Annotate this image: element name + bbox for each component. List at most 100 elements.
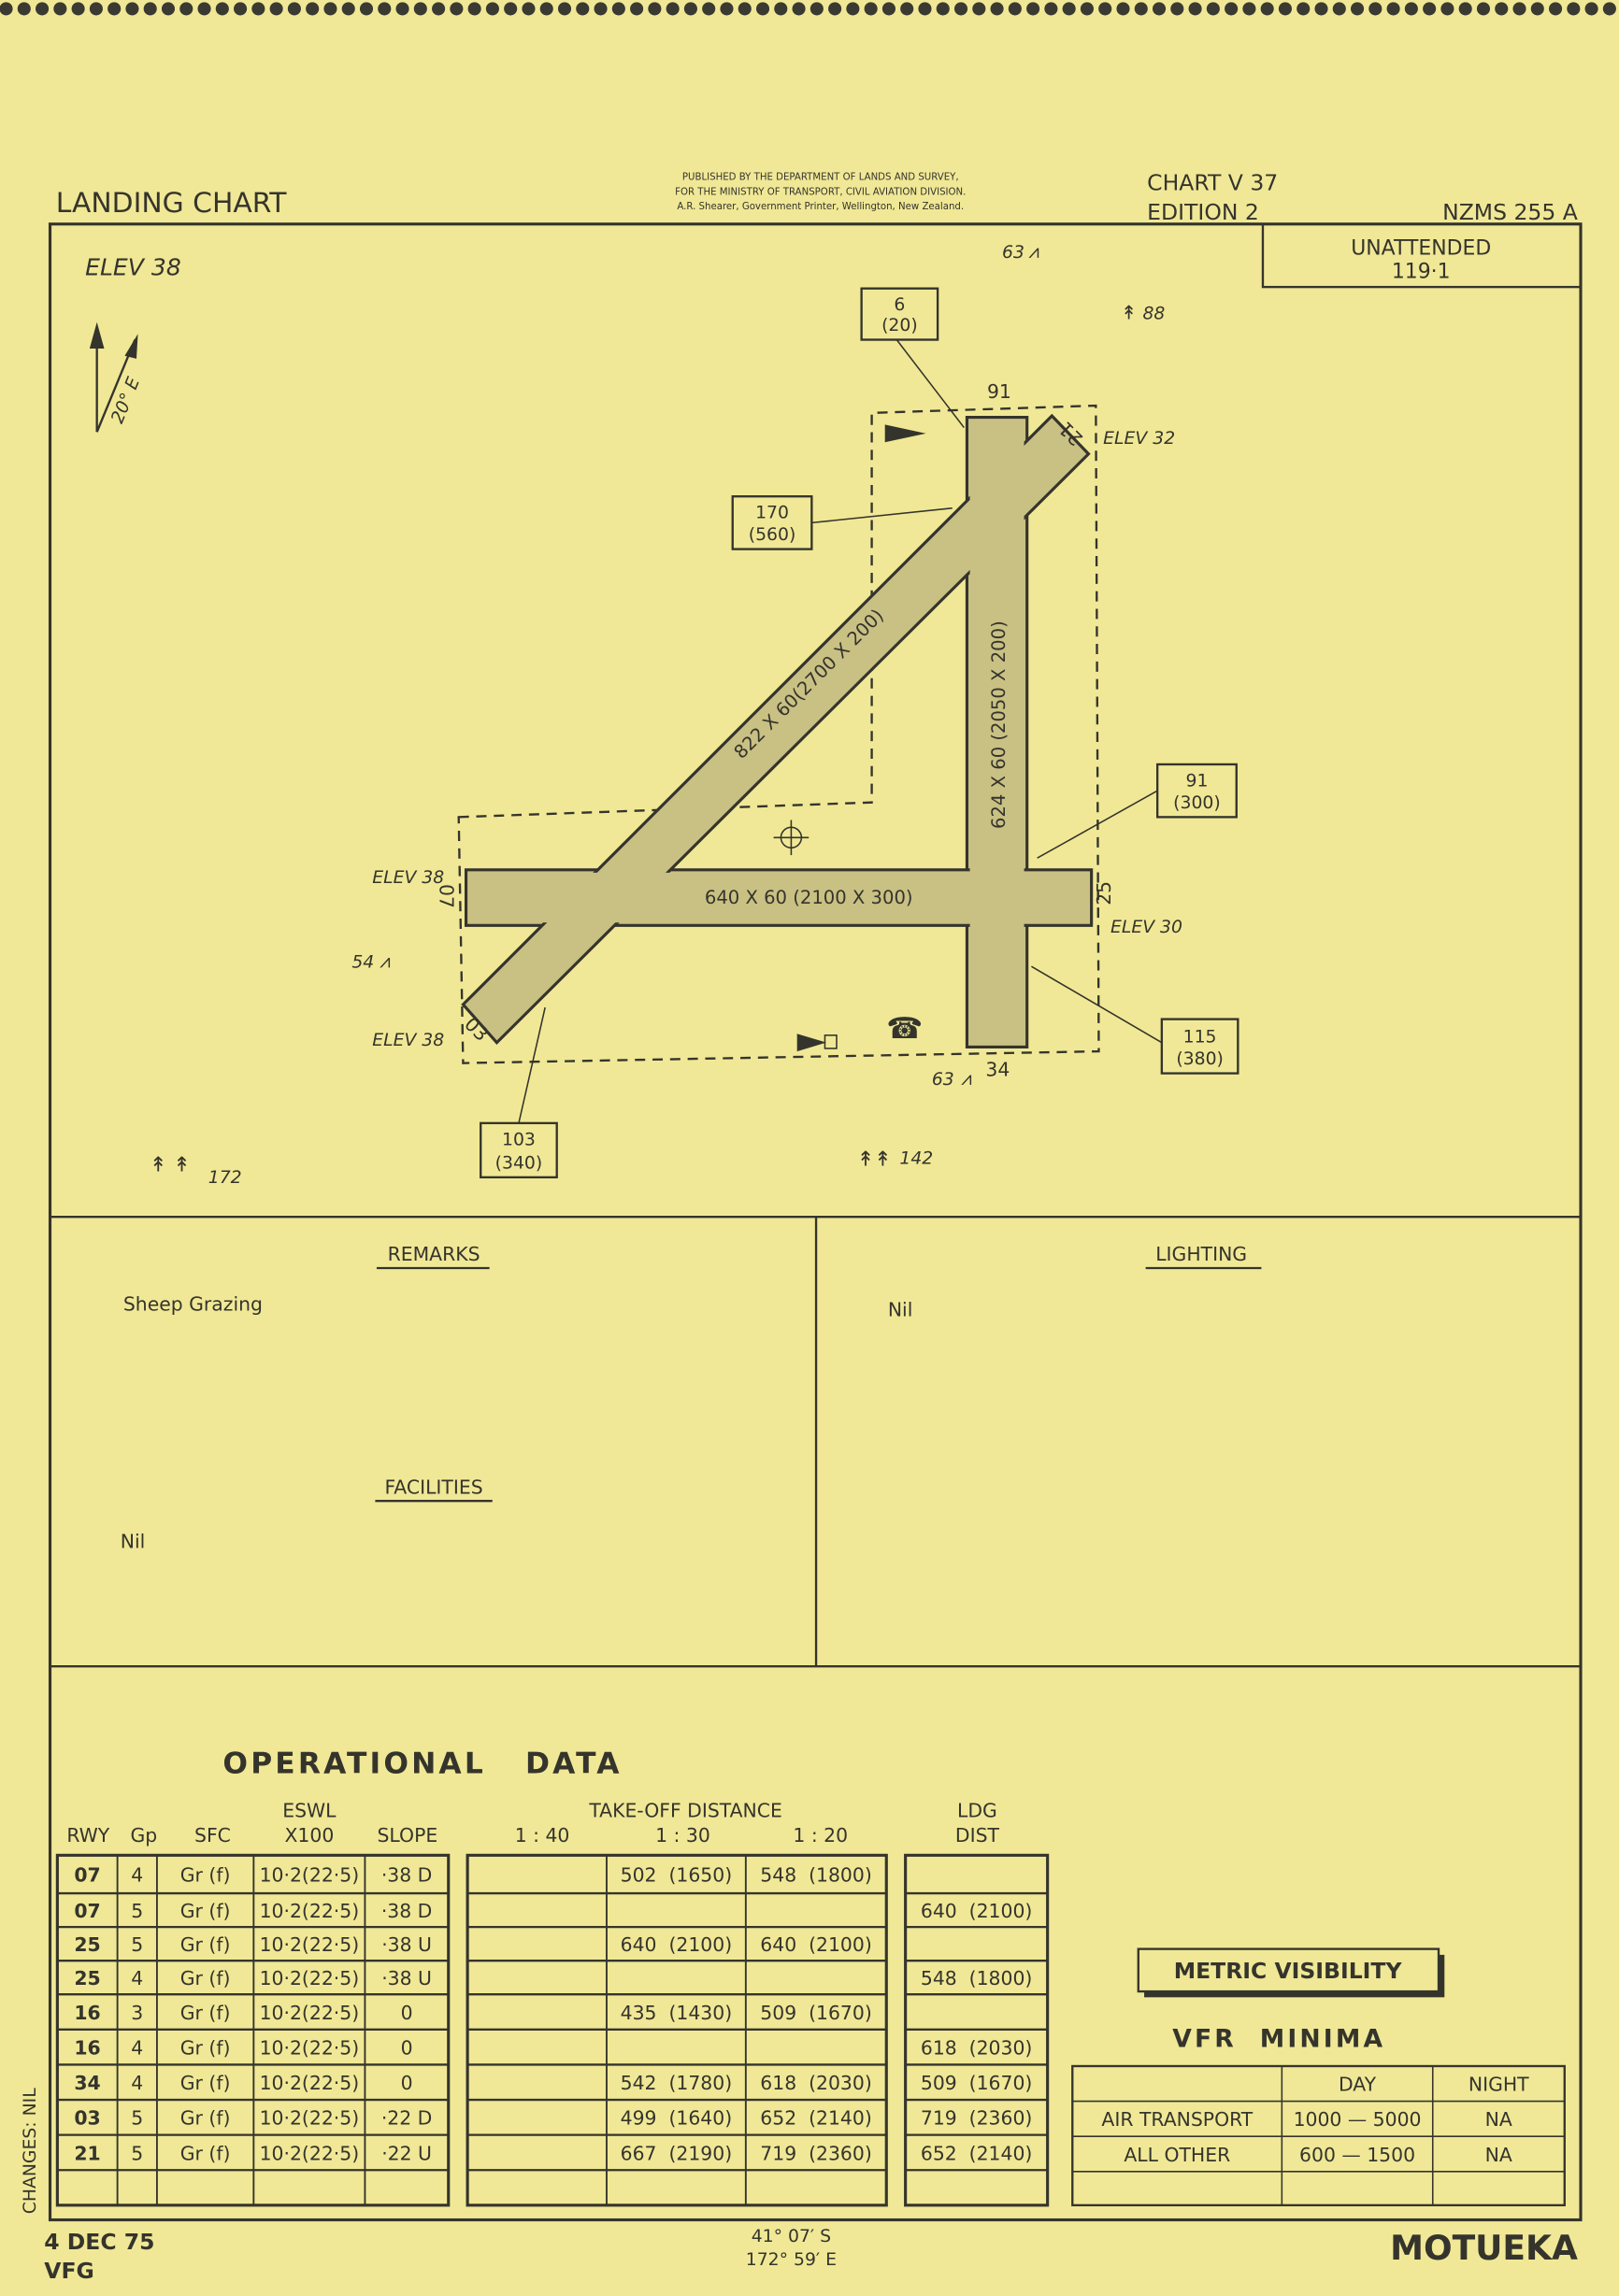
height-box: 103 (340) <box>480 1006 558 1179</box>
obstacle-icon: ⩘ <box>1028 240 1039 263</box>
operational-headers: RWY Gp SFC ESWL X100 SLOPE TAKE-OFF DIST… <box>66 1800 999 1847</box>
chart-frame <box>48 222 1583 2222</box>
tree-icon: ↟ <box>1121 302 1137 324</box>
table-cell: 16 <box>74 2036 100 2059</box>
table-cell: Gr (f) <box>180 1967 231 1989</box>
table-cell: ·38 D <box>381 1864 433 1887</box>
runway-label: 91 <box>987 380 1011 403</box>
table-cell: 719 (2360) <box>760 2142 872 2164</box>
unattended-label: UNATTENDED <box>1351 237 1491 261</box>
lighting-heading: LIGHTING <box>1155 1243 1247 1265</box>
frequency: 119·1 <box>1392 261 1451 284</box>
operational-data-title: OPERATIONAL DATA <box>222 1747 622 1781</box>
metric-visibility-label: METRIC VISIBILITY <box>1174 1958 1403 1984</box>
obstacle-height: 142 <box>899 1149 933 1169</box>
unattended-box <box>1261 222 1583 289</box>
table-cell: 4 <box>131 2036 143 2059</box>
table-cell: 0 <box>401 2072 413 2094</box>
table-cell: 509 (1670) <box>921 2072 1033 2094</box>
chart-date: 4 DEC 75 <box>44 2229 154 2255</box>
height-m: 170 <box>755 504 789 523</box>
windsock-icon <box>796 1034 827 1052</box>
telephone-icon: ☎ <box>886 1012 923 1046</box>
col-header: ESWL <box>282 1800 337 1822</box>
table-cell: 10·2(22·5) <box>260 2002 360 2024</box>
minima-col-header: DAY <box>1339 2074 1377 2096</box>
obstacle-icon: ⩘ <box>961 1067 971 1090</box>
obstacle-height: 172 <box>208 1168 242 1188</box>
col-header: SLOPE <box>378 1824 438 1847</box>
table-cell: 719 (2360) <box>921 2107 1033 2130</box>
aerodrome-boundary <box>457 404 1100 1064</box>
table-cell: 21 <box>74 2142 100 2164</box>
table-cell: 542 (1780) <box>621 2072 733 2094</box>
col-header: DIST <box>955 1824 1000 1847</box>
table-cell: ·38 U <box>381 1933 432 1956</box>
minima-cell: NA <box>1485 2144 1512 2166</box>
table-cell: 652 (2140) <box>921 2142 1033 2164</box>
table-cell: 667 (2190) <box>621 2142 733 2164</box>
aerodrome-reference-point-icon <box>773 820 810 856</box>
tree-icon: ↟ ↟ <box>150 1154 191 1177</box>
table-cell: 435 (1430) <box>621 2002 733 2024</box>
tree-icon: ↟↟ <box>857 1148 892 1171</box>
table-cell: 548 (1800) <box>760 1864 872 1887</box>
obstacle-height: 63 <box>932 1070 954 1090</box>
table-cell: Gr (f) <box>180 1933 231 1956</box>
table-cell: Gr (f) <box>180 2036 231 2059</box>
table-cell: 03 <box>74 2107 100 2130</box>
col-header: Gp <box>130 1824 157 1847</box>
minima-cell: NA <box>1485 2108 1512 2131</box>
table-cell: Gr (f) <box>180 1864 231 1887</box>
table-cell: 618 (2030) <box>760 2072 872 2094</box>
col-header: LDG <box>957 1800 997 1822</box>
height-box: 170 (560) <box>731 495 953 550</box>
building-icon <box>824 1034 838 1049</box>
chart-number: CHART V 37 <box>1147 170 1278 196</box>
height-ft: (300) <box>1173 793 1221 813</box>
runway-label: 25 <box>1093 881 1115 906</box>
table-cell: 07 <box>74 1864 100 1887</box>
height-ft: (380) <box>1176 1049 1224 1069</box>
remarks-heading: REMARKS <box>388 1243 480 1265</box>
runways <box>461 413 1094 1048</box>
col-header: TAKE-OFF DISTANCE <box>588 1800 782 1822</box>
table-cell: 16 <box>74 2002 100 2024</box>
table-cell: 4 <box>131 1967 143 1989</box>
threshold-elevation: ELEV 30 <box>1110 918 1182 937</box>
table-cell: 5 <box>131 2142 143 2164</box>
table-cell: Gr (f) <box>180 2142 231 2164</box>
table-cell: 34 <box>74 2072 100 2094</box>
vfr-minima-title: VFR MINIMA <box>1172 2025 1385 2054</box>
table-cell: 509 (1670) <box>760 2002 872 2024</box>
height-m: 91 <box>1186 771 1209 791</box>
table-cell: 4 <box>131 1864 143 1887</box>
chart-title: LANDING CHART <box>56 187 287 220</box>
table-cell: Gr (f) <box>180 1900 231 1922</box>
table-cell: 0 <box>401 2002 413 2024</box>
minima-cell: 600 — 1500 <box>1299 2144 1415 2166</box>
minima-col-header: NIGHT <box>1469 2074 1529 2096</box>
table-cell: 10·2(22·5) <box>260 2072 360 2094</box>
table-cell: 25 <box>74 1967 100 1989</box>
table-cell: ·38 D <box>381 1900 433 1922</box>
table-cell: 548 (1800) <box>921 1967 1033 1989</box>
col-header: 1 : 30 <box>655 1824 710 1847</box>
facilities-heading: FACILITIES <box>384 1476 482 1498</box>
threshold-elevation: ELEV 32 <box>1103 429 1175 449</box>
table-cell: 0 <box>401 2036 413 2059</box>
table-cell: 10·2(22·5) <box>260 1933 360 1956</box>
runway-label: 07 <box>435 884 457 908</box>
aerodrome-name: MOTUEKA <box>1390 2230 1578 2268</box>
table-cell: 5 <box>131 1933 143 1956</box>
height-ft: (560) <box>749 525 796 545</box>
col-header: 1 : 20 <box>793 1824 848 1847</box>
obstacle-icon: ⩘ <box>380 950 390 973</box>
table-cell: 10·2(22·5) <box>260 2036 360 2059</box>
table-cell: 10·2(22·5) <box>260 2142 360 2164</box>
table-cell: ·22 D <box>381 2107 433 2130</box>
height-ft: (340) <box>495 1153 543 1173</box>
runway-dimension: 624 X 60 (2050 X 200) <box>988 620 1010 829</box>
table-cell: 640 (2100) <box>921 1900 1033 1922</box>
table-cell: 652 (2140) <box>760 2107 872 2130</box>
